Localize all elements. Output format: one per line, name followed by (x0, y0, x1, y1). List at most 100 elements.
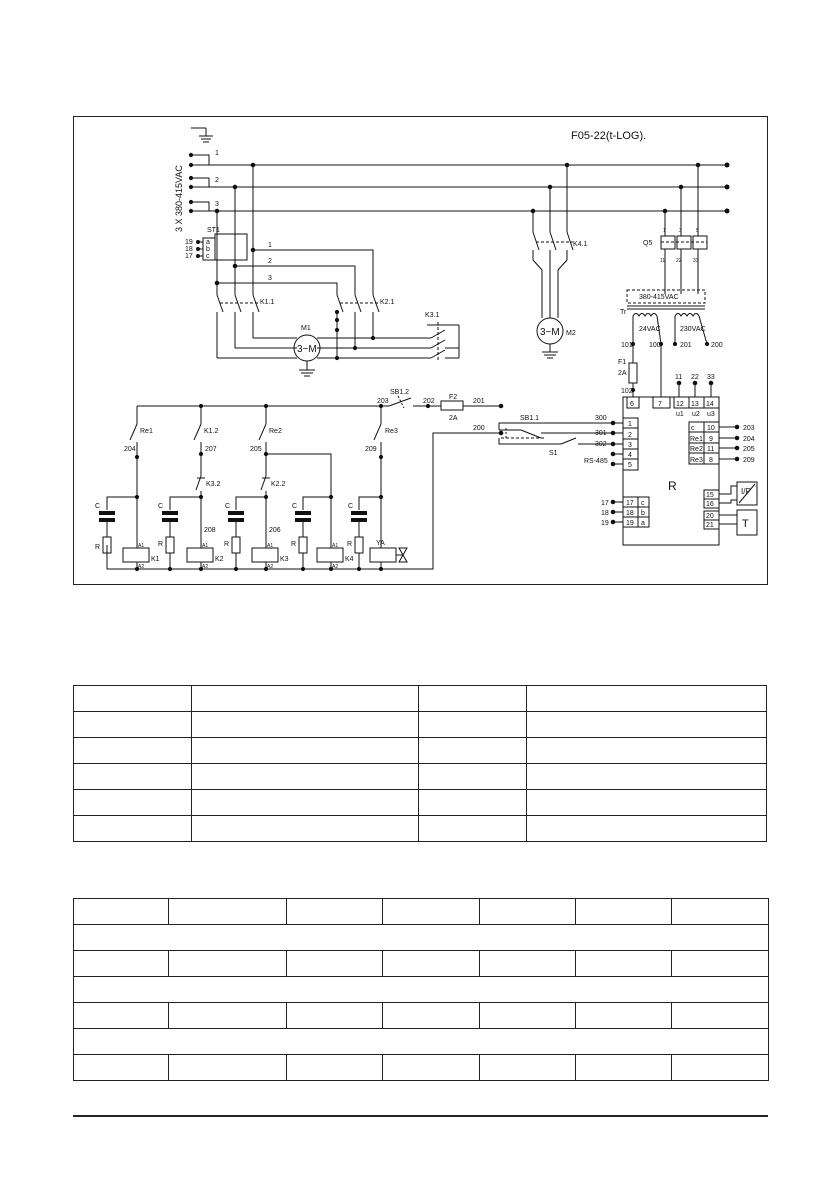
table-row (73, 950, 769, 977)
table-cell (168, 898, 287, 925)
phase-label-2: 2 (215, 177, 219, 184)
table-cell (382, 1002, 480, 1029)
phase-label-1: 1 (215, 150, 219, 157)
st1-pin-b: b (206, 246, 210, 253)
table-row (73, 789, 767, 816)
ctrl-top-14: 14 (706, 401, 714, 408)
table-cell (168, 1002, 287, 1029)
k2-1-contacts (336, 294, 380, 358)
branch-k2-mid-contact: K3.2 (206, 481, 221, 488)
branch-k4-coil: K4 (345, 556, 354, 563)
branch-k2-wire-top: 207 (205, 446, 217, 453)
table-cell (191, 737, 419, 764)
rc2-c: C (158, 503, 163, 510)
relay-contact-c: c (691, 425, 695, 432)
ip-label: I/P (741, 487, 751, 496)
branch-k3-mid-contact: K2.2 (271, 481, 286, 488)
sensor-wire-19: 19 (601, 520, 609, 527)
f2-rating: 2A (449, 415, 458, 422)
m2-label: M2 (566, 330, 576, 337)
table-cell (418, 737, 527, 764)
u-wires (676, 380, 714, 397)
rc2-r: R (158, 541, 163, 548)
f1-fuse (628, 344, 662, 397)
s1-label: S1 (549, 450, 558, 457)
rc4-c: C (292, 503, 297, 510)
q5-label: Q5 (643, 240, 652, 247)
k4-a2: A2 (332, 564, 338, 570)
relay-contact-re2: Re2 (690, 446, 703, 453)
table-cell (382, 1054, 480, 1081)
valve-icon (398, 547, 408, 563)
controller-name: R (668, 479, 677, 493)
m1-wiring (217, 309, 431, 361)
ctrl-top-6: 6 (630, 401, 634, 408)
f2-label: F2 (449, 394, 457, 401)
rc4-r: R (291, 541, 296, 548)
table-cell (526, 789, 767, 816)
table-cell (73, 685, 192, 712)
table-cell (73, 815, 192, 842)
table-row (73, 737, 767, 764)
st1-pin-a: a (206, 239, 210, 246)
supply-voltage-label: 3 X 380-415VAC (174, 165, 184, 232)
table-row (73, 685, 767, 712)
control-top-bus (137, 395, 504, 411)
st1-terminal-19: 19 (185, 239, 193, 246)
table-row (73, 924, 769, 951)
u-wire-11: 11 (675, 374, 682, 381)
tr-node-101: 101 (621, 342, 633, 349)
rc5-r: R (347, 541, 352, 548)
table-cell (671, 950, 769, 977)
table-cell (526, 685, 767, 712)
st1-label: ST1 (207, 227, 220, 234)
f1-label: F1 (618, 359, 626, 366)
table-cell (286, 1054, 383, 1081)
phase-bus (188, 152, 730, 214)
branch-k3-contact: Re2 (269, 428, 282, 435)
rs485-label: RS-485 (584, 458, 608, 465)
branch-k3-wire-mid: 206 (269, 527, 281, 534)
table-cell (286, 950, 383, 977)
table-row (73, 1028, 769, 1055)
table-2-body (73, 898, 769, 1081)
table-cell (73, 950, 169, 977)
k2-feed-wires (214, 247, 374, 295)
relay-terminal-11: 11 (707, 446, 714, 453)
table-cell (168, 1054, 287, 1081)
table-row (73, 976, 769, 1003)
table-cell (418, 685, 527, 712)
table-cell (526, 763, 767, 790)
ctrl-left-3: 3 (628, 442, 632, 449)
q5-breaker (660, 162, 708, 294)
k3-a2: A2 (267, 564, 273, 570)
k2-a2: A2 (202, 564, 208, 570)
relay-contact-re1: Re1 (690, 436, 703, 443)
table-cell (191, 711, 419, 738)
ctrl-left-5: 5 (628, 462, 632, 469)
st1-block (196, 233, 248, 261)
q5-top-3: 3 (679, 228, 682, 234)
branch-k2-wire-mid: 208 (204, 527, 216, 534)
k3-1-contacts (427, 322, 460, 362)
k1-feed-wires (214, 162, 256, 295)
wire-201: 201 (473, 398, 485, 405)
q5-bottom-22: 22 (676, 258, 682, 264)
table-row (73, 1002, 769, 1029)
q5-top-1: 1 (663, 228, 666, 234)
sb1-2-label: SB1.2 (390, 389, 409, 396)
k4-1-contacts (530, 162, 574, 318)
table-cell (575, 1002, 672, 1029)
k1-1-label: K1.1 (260, 299, 275, 306)
ctrl-left-1: 1 (628, 421, 632, 428)
k2-a1: A1 (202, 543, 208, 549)
footer-rule (73, 1115, 768, 1117)
ctrl-u1: u1 (676, 411, 684, 418)
m1-motor-icon (293, 334, 321, 377)
rc3-r: R (224, 541, 229, 548)
branch-k3-wire-top: 205 (250, 446, 262, 453)
table-cell (191, 789, 419, 816)
phase-label-3: 3 (215, 201, 219, 208)
table-cell (191, 763, 419, 790)
table-cell (671, 1002, 769, 1029)
